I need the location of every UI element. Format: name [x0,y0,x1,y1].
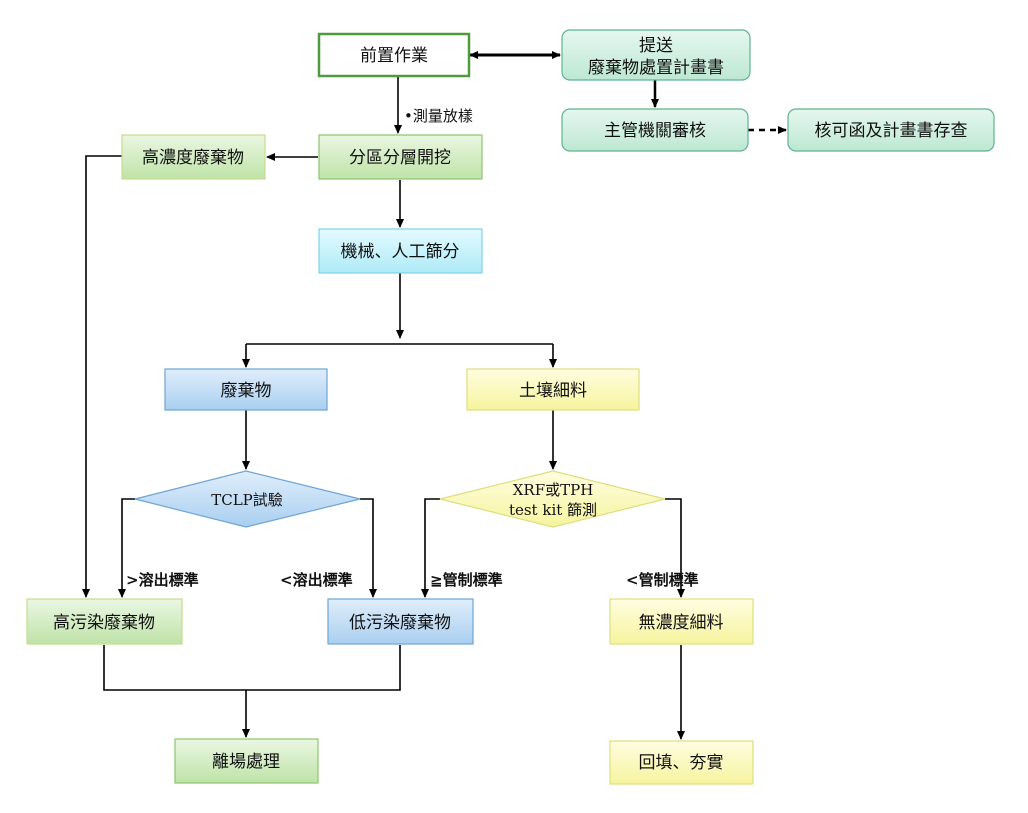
node-submit-plan: 提送 廢棄物處置計畫書 [561,29,751,81]
high-conc-waste-label: 高濃度廢棄物 [142,148,244,168]
node-waste: 廢棄物 [164,368,328,411]
approval-filing-label: 核可函及計畫書存查 [815,121,968,141]
arrow-tclp-highpolluted [118,498,135,598]
soil-fines-label: 土壤細料 [519,380,587,401]
node-authority-review: 主管機關審核 [561,108,749,152]
offsite-label: 離場處理 [212,752,280,772]
arrow-highconc-highpolluted [82,155,122,598]
xrf-line2: test kit 篩測 [509,501,597,519]
connectors [82,51,787,740]
node-approval-filing: 核可函及計畫書存查 [787,108,995,152]
no-conc-fines-label: 無濃度細料 [639,613,724,633]
high-polluted-waste-label: 高污染廢棄物 [53,613,155,633]
node-soil-fines: 土壤細料 [466,368,640,411]
waste-label: 廢棄物 [221,381,272,401]
tclp-test-label: TCLP試驗 [211,491,283,509]
arrow-xrf-lowpolluted [421,498,440,598]
xrf-line1: XRF或TPH [513,481,594,499]
zoned-excavation-label: 分區分層開挖 [349,148,451,168]
survey-label: •測量放樣 [404,107,473,125]
node-no-conc-fines: 無濃度細料 [609,598,754,645]
node-pre-work: 前置作業 [317,32,471,78]
backfill-label: 回填、夯實 [639,753,724,773]
node-screening: 機械、人工篩分 [318,228,483,274]
line-merge-offsite [103,645,401,691]
label-gt-leach: >溶出標準 [126,571,199,589]
node-offsite: 離場處理 [174,738,319,784]
authority-review-label: 主管機關審核 [604,121,706,141]
node-backfill: 回填、夯實 [609,740,754,785]
submit-plan-line1: 提送 [639,36,673,56]
node-xrf-screen: XRF或TPH test kit 篩測 [439,470,666,528]
arrow-tclp-lowpolluted [360,498,377,598]
node-low-polluted-waste: 低污染廢棄物 [327,598,474,645]
node-high-conc-waste: 高濃度廢棄物 [121,134,266,180]
node-tclp-test: TCLP試驗 [134,470,361,528]
label-lt-control: <管制標準 [626,571,699,589]
submit-plan-line2: 廢棄物處置計畫書 [588,58,724,78]
pre-work-label: 前置作業 [360,46,428,66]
arrow-xrf-nofines [665,498,685,598]
screening-label: 機械、人工篩分 [341,242,460,262]
label-ge-control: ≧管制標準 [430,571,503,589]
label-lt-leach: <溶出標準 [280,571,353,589]
low-polluted-waste-label: 低污染廢棄物 [349,613,451,633]
node-high-polluted-waste: 高污染廢棄物 [26,598,183,645]
node-zoned-excavation: 分區分層開挖 [318,134,483,180]
